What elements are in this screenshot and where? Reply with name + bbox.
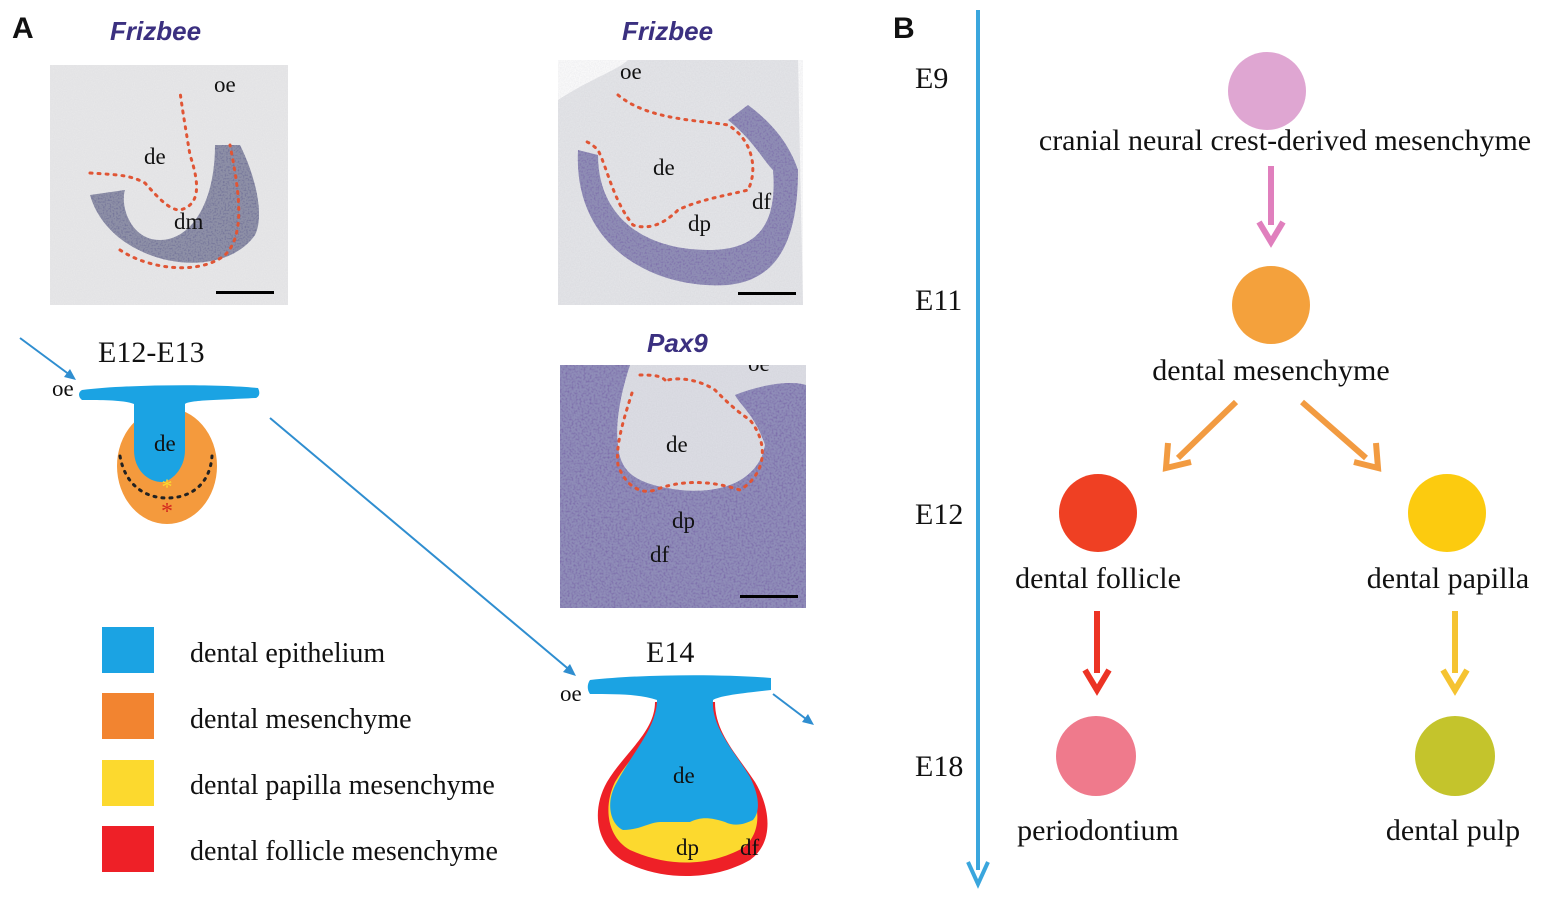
schematic-late [587,675,771,877]
micrograph-3: oe de dp df [560,365,806,608]
micrograph-3-label-dp: dp [672,508,695,533]
schematic-early: * * [79,385,260,525]
node-follicle-label: dental follicle [1015,562,1181,595]
node-pulp-label: dental pulp [1385,814,1521,847]
micrograph-1-label-de: de [144,144,166,169]
micrograph-1-image [50,65,288,305]
schematic-late-label-dp: dp [676,835,699,860]
node-crest-circle [1228,52,1306,130]
micrograph-3-label-oe: oe [748,365,770,375]
node-periodontium-circle [1056,716,1136,796]
micrograph-1-label-dm: dm [174,209,204,234]
micrograph-1: oe de dm [50,65,288,305]
micrograph-1-label-oe: oe [214,72,236,97]
micrograph-2-label-dp: dp [688,211,711,236]
legend-swatch-epithelium [102,627,154,673]
schematic-early-label-oe: oe [52,376,74,401]
micrograph-2-label-df: df [752,189,772,214]
schematic-early-stage-label: E12-E13 [98,336,205,369]
legend-swatch-follicle [102,826,154,872]
node-mesenchyme-label: dental mesenchyme [1152,354,1390,387]
micrograph-2: oe de dp df [558,60,803,305]
schematic-early-red-marker: * [161,499,173,525]
micrograph-3-image [560,365,806,608]
legend-swatch-papilla [102,760,154,806]
node-follicle-circle [1059,474,1137,552]
micrograph-3-label-de: de [666,432,688,457]
micrograph-2-label-de: de [653,155,675,180]
legend-label-mesenchyme: dental mesenchyme [190,704,412,735]
schematic-early-label-de: de [154,431,176,456]
legend-swatch-mesenchyme [102,693,154,739]
schematic-late-stage-label: E14 [646,636,695,669]
timeline-stage-e18: E18 [915,750,964,783]
micrograph-1-gene-label: Frizbee [110,16,202,46]
node-crest-label: cranial neural crest-derived mesenchyme [1038,124,1532,157]
node-papilla-label: dental papilla [1366,562,1530,595]
legend-label-papilla: dental papilla mesenchyme [190,770,495,801]
schematic-early-yellow-marker: * [162,474,173,499]
node-mesenchyme-circle [1232,266,1310,344]
timeline-stage-e9: E9 [915,62,949,95]
schematic-late-label-de: de [673,763,695,788]
schematic-late-label-df: df [740,835,760,860]
arrow-mesenchyme-to-follicle [1175,399,1239,461]
panel-a-letter: A [12,12,34,45]
timeline-stage-e12: E12 [915,498,964,531]
micrograph-3-label-df: df [650,542,670,567]
legend-label-follicle: dental follicle mesenchyme [190,836,498,867]
micrograph-2-image [558,60,803,305]
legend-label-epithelium: dental epithelium [190,638,386,669]
arrow-mesenchyme-to-papilla [1300,399,1368,461]
schematic-late-label-oe: oe [560,681,582,706]
micrograph-3-gene-label: Pax9 [647,328,708,358]
panel-b-letter: B [893,12,915,45]
micrograph-2-label-oe: oe [620,60,642,84]
micrograph-2-gene-label: Frizbee [622,16,714,46]
timeline-arrowhead [966,861,990,889]
node-periodontium-label: periodontium [1017,814,1179,847]
node-pulp-circle [1415,716,1495,796]
node-papilla-circle [1408,474,1486,552]
timeline-stage-e11: E11 [915,284,963,317]
